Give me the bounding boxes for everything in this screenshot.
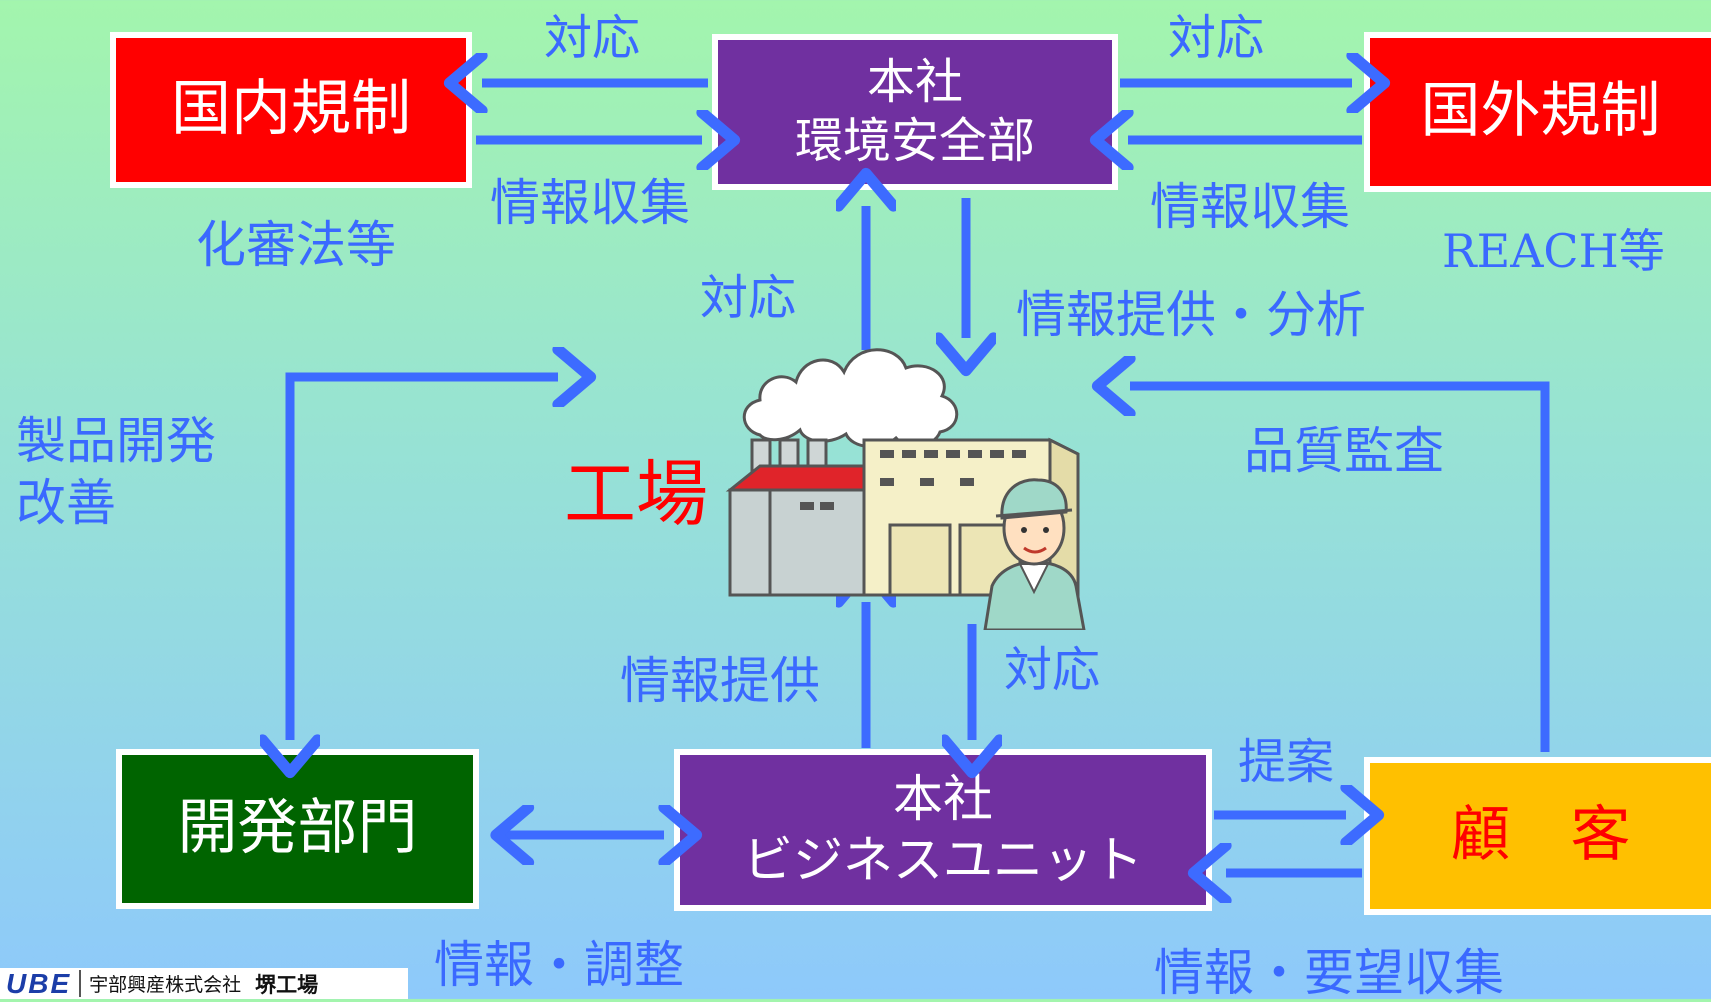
info-provide-label: 情報提供 [620, 652, 820, 710]
domestic-regulation-label: 国内規制 [171, 74, 411, 145]
customer-label: 顧 客 [1450, 800, 1631, 871]
arrow-dev-to-factory [285, 377, 558, 740]
factory-illustration [725, 348, 1086, 630]
chemical-law-label: 化審法等 [196, 216, 396, 274]
respond-label-up: 対応 [700, 270, 797, 326]
hq-environment-safety-box: 本社 環境安全部 [712, 34, 1118, 190]
foreign-regulation-box: 国外規制 [1364, 32, 1711, 192]
hq-env-line1: 本社 [866, 54, 963, 111]
customer-box: 顧 客 [1364, 757, 1711, 915]
factory-label: 工場 [564, 452, 709, 536]
respond-label-down: 対応 [1004, 642, 1101, 698]
hq-bu-line2: ビジネスユニット [743, 831, 1143, 889]
development-dept-box: 開発部門 [116, 749, 479, 909]
company-name: 宇部興産株式会社 [79, 970, 241, 997]
hq-bu-line1: 本社 [893, 770, 993, 828]
foreign-regulation-label: 国外規制 [1420, 76, 1661, 147]
respond-label-right: 対応 [1168, 10, 1265, 66]
worker-illustration [983, 478, 1086, 630]
domestic-regulation-box: 国内規制 [110, 32, 472, 188]
ube-logo-mark: UBE [6, 968, 72, 999]
quality-audit-label: 品質監査 [1244, 422, 1444, 480]
info-adjust-label: 情報・調整 [434, 936, 684, 994]
info-collect-label-left: 情報収集 [490, 174, 690, 232]
product-dev-label-line2: 改善 [16, 474, 116, 532]
smoke-cloud [742, 348, 959, 449]
reach-label: REACH等 [1442, 224, 1665, 278]
info-request-collect-label: 情報・要望収集 [1154, 944, 1504, 1002]
info-provide-analysis-label: 情報提供・分析 [1016, 286, 1366, 344]
plant-name: 堺工場 [255, 972, 319, 997]
info-collect-label-right: 情報収集 [1150, 178, 1350, 236]
development-dept-label: 開発部門 [177, 793, 418, 864]
proposal-label: 提案 [1238, 734, 1335, 790]
product-dev-label-line1: 製品開発 [16, 412, 216, 470]
respond-label-left: 対応 [544, 10, 641, 66]
company-logo: UBE 宇部興産株式会社 堺工場 [0, 968, 408, 999]
arrow-customer-to-factory [1130, 386, 1550, 752]
hq-env-line2: 環境安全部 [794, 113, 1035, 169]
